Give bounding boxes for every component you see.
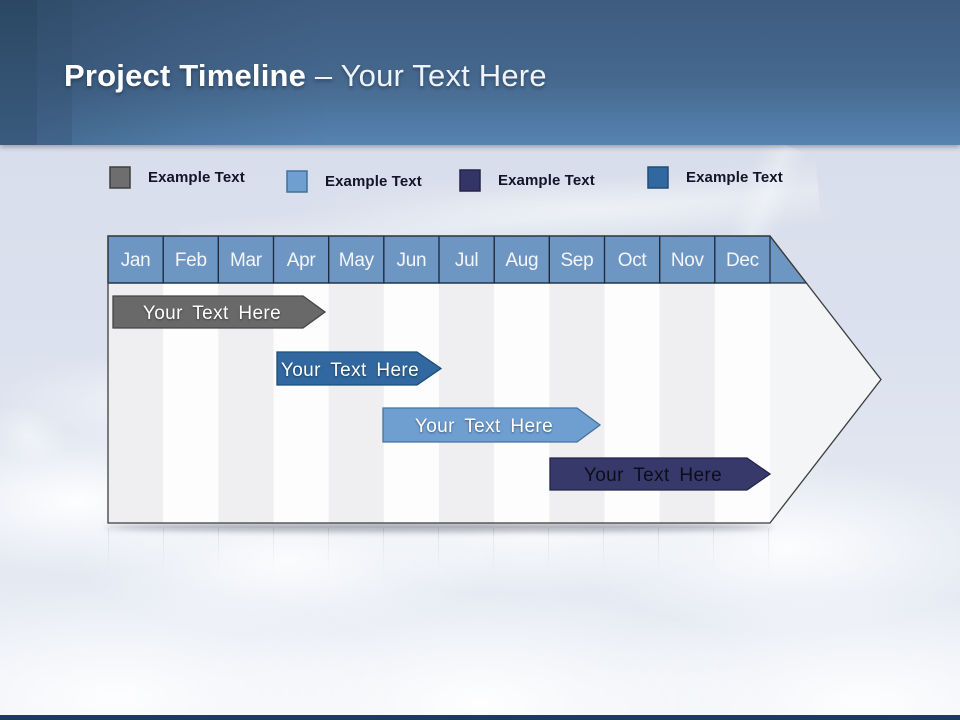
legend-item: Example Text <box>109 166 245 189</box>
gantt-bar-label: Your Text Here <box>584 465 722 486</box>
month-labels: Jan Feb Mar Apr May Jun Jul Aug Sep Oct … <box>121 250 759 271</box>
page-title: Project Timeline – Your Text Here <box>64 58 547 94</box>
month-label: Jan <box>121 250 151 271</box>
month-label: Dec <box>726 250 759 271</box>
legend-swatch-lightblue <box>286 170 308 193</box>
legend-label: Example Text <box>498 172 595 189</box>
title-rest: – Your Text Here <box>306 58 547 93</box>
month-label: Apr <box>287 250 317 271</box>
month-label: Jun <box>397 250 427 271</box>
body-column <box>383 283 439 523</box>
legend-swatch-blue <box>647 166 669 189</box>
legend-swatch-gray <box>109 166 131 189</box>
month-label: Sep <box>560 250 593 271</box>
legend-swatch-navy <box>459 169 481 192</box>
table-reflection <box>108 528 771 580</box>
gantt-bar-3 <box>382 407 602 443</box>
gantt-bar-label: Your Text Here <box>415 416 553 437</box>
body-column <box>494 283 550 523</box>
legend-label: Example Text <box>686 169 783 186</box>
legend-item: Example Text <box>286 170 422 193</box>
footer-bar <box>0 715 960 720</box>
month-label: Nov <box>671 250 705 271</box>
legend-item: Example Text <box>459 169 595 192</box>
legend-label: Example Text <box>325 173 422 190</box>
gantt-bar-1 <box>112 295 327 329</box>
title-bold: Project Timeline <box>64 58 307 93</box>
gantt-bar-label: Your Text Here <box>281 360 419 381</box>
month-label: Aug <box>505 250 538 271</box>
timeline-chart: Jan Feb Mar Apr May Jun Jul Aug Sep Oct … <box>107 235 882 524</box>
month-label: Feb <box>175 250 207 271</box>
gantt-bar-label: Your Text Here <box>143 303 281 324</box>
legend-label: Example Text <box>148 169 245 186</box>
month-label: May <box>339 250 375 271</box>
gantt-bars: Your Text Here Your Text Here Your Text … <box>112 295 772 491</box>
month-label: Oct <box>618 250 648 271</box>
arrow-head-region <box>770 283 881 523</box>
gantt-bar-2 <box>276 351 443 386</box>
body-column <box>328 283 384 523</box>
month-label: Jul <box>455 250 478 271</box>
timeline-arrow-outline <box>107 235 882 524</box>
body-column <box>439 283 495 523</box>
gantt-bar-4 <box>549 457 772 491</box>
accent-band-dark <box>0 0 37 145</box>
accent-band-medium <box>37 0 72 145</box>
header-band: Project Timeline – Your Text Here <box>0 0 960 145</box>
month-label: Mar <box>230 250 263 271</box>
table-shadow <box>105 523 773 532</box>
legend-item: Example Text <box>647 166 783 189</box>
